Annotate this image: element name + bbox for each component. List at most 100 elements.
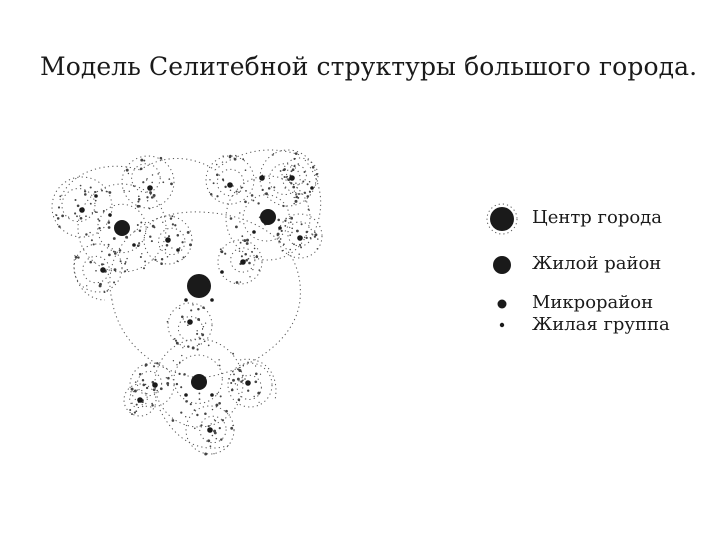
housing-dot [291, 168, 295, 172]
housing-dot [198, 343, 200, 346]
housing-dot [273, 186, 276, 189]
legend-label-city-center: Центр города [532, 207, 662, 228]
housing-dot [101, 250, 103, 253]
housing-dot [198, 392, 201, 395]
housing-dot [149, 235, 152, 238]
microdistrict-symbol [497, 299, 507, 309]
housing-dot [218, 426, 221, 430]
microdistrict-boundary [61, 188, 96, 223]
microdistrict-node [207, 427, 213, 433]
housing-dot [306, 195, 310, 198]
housing-dot [156, 389, 158, 392]
microdistrict-boundary [136, 370, 163, 397]
housing-dot [298, 253, 300, 255]
housing-dot [137, 195, 140, 198]
housing-dot [221, 419, 225, 422]
housing-dot [235, 190, 238, 193]
microdistrict-node [137, 397, 143, 403]
housing-dot [314, 231, 316, 233]
microdistrict-boundary [82, 255, 110, 284]
housing-dot [98, 227, 101, 230]
housing-dot [245, 258, 248, 262]
housing-dot [178, 361, 181, 364]
housing-dot [196, 332, 199, 335]
connecting-arc [59, 165, 141, 201]
housing-dot [214, 419, 217, 422]
housing-dot [232, 425, 234, 427]
housing-dot [151, 181, 153, 184]
housing-dot [279, 170, 282, 172]
housing-dot [220, 438, 223, 441]
residential-group-symbol [499, 322, 505, 328]
district-center-node [114, 220, 130, 236]
housing-dot [283, 243, 285, 246]
residential-group-node [310, 186, 314, 190]
housing-dot [250, 194, 254, 197]
housing-dot [257, 202, 260, 205]
housing-dot [297, 196, 300, 199]
housing-dot [244, 378, 246, 380]
housing-dot [156, 362, 159, 365]
housing-dot [236, 377, 240, 381]
housing-dot [59, 195, 62, 198]
housing-dot [244, 169, 247, 172]
housing-dot [98, 284, 102, 288]
housing-dot [174, 224, 177, 227]
housing-dot [257, 391, 261, 395]
housing-dot [232, 370, 234, 373]
housing-dot [171, 223, 175, 226]
housing-dot [107, 282, 109, 284]
district-boundary [167, 302, 213, 348]
microdistrict-node [240, 259, 246, 265]
housing-dot [103, 291, 106, 294]
housing-dot [284, 187, 286, 189]
housing-dot [240, 380, 243, 383]
housing-dot [79, 216, 83, 220]
housing-dot [77, 256, 80, 259]
district-boundary [123, 383, 157, 417]
housing-dot [139, 167, 143, 171]
housing-dot [139, 255, 142, 259]
housing-dot [94, 191, 97, 193]
housing-dot [294, 199, 298, 203]
housing-dot [172, 360, 175, 362]
housing-dot [230, 426, 234, 430]
housing-dot [107, 221, 111, 224]
housing-dot [56, 217, 60, 220]
housing-dot [181, 354, 183, 357]
housing-dot [230, 381, 233, 385]
housing-dot [57, 206, 61, 209]
housing-dot [166, 320, 169, 323]
housing-dot [198, 398, 201, 400]
housing-dot [295, 192, 297, 194]
connecting-arc [239, 358, 277, 401]
housing-dot [107, 243, 110, 246]
housing-dot [152, 194, 156, 197]
housing-dot [171, 215, 174, 218]
housing-dot [258, 269, 261, 271]
housing-dot [209, 445, 212, 448]
housing-dot [316, 248, 319, 250]
housing-dot [240, 255, 243, 258]
housing-dot [207, 344, 210, 347]
housing-dot [176, 234, 180, 237]
housing-dot [150, 196, 154, 199]
microdistrict-boundary [268, 163, 301, 195]
housing-dot [290, 182, 293, 185]
housing-dot [242, 379, 244, 382]
housing-dot [224, 252, 227, 255]
housing-dot [131, 402, 133, 404]
housing-dot [100, 263, 104, 266]
district-boundary [77, 183, 167, 273]
housing-dot [119, 260, 122, 263]
microdistrict-node [245, 380, 251, 386]
housing-dot [234, 383, 237, 385]
housing-dot [209, 193, 213, 196]
housing-dot [86, 285, 88, 287]
housing-dot [143, 159, 146, 162]
housing-dot [283, 175, 286, 179]
housing-dot [245, 190, 247, 192]
housing-dot [131, 413, 133, 416]
housing-dot [151, 174, 154, 176]
housing-dot [153, 365, 156, 368]
